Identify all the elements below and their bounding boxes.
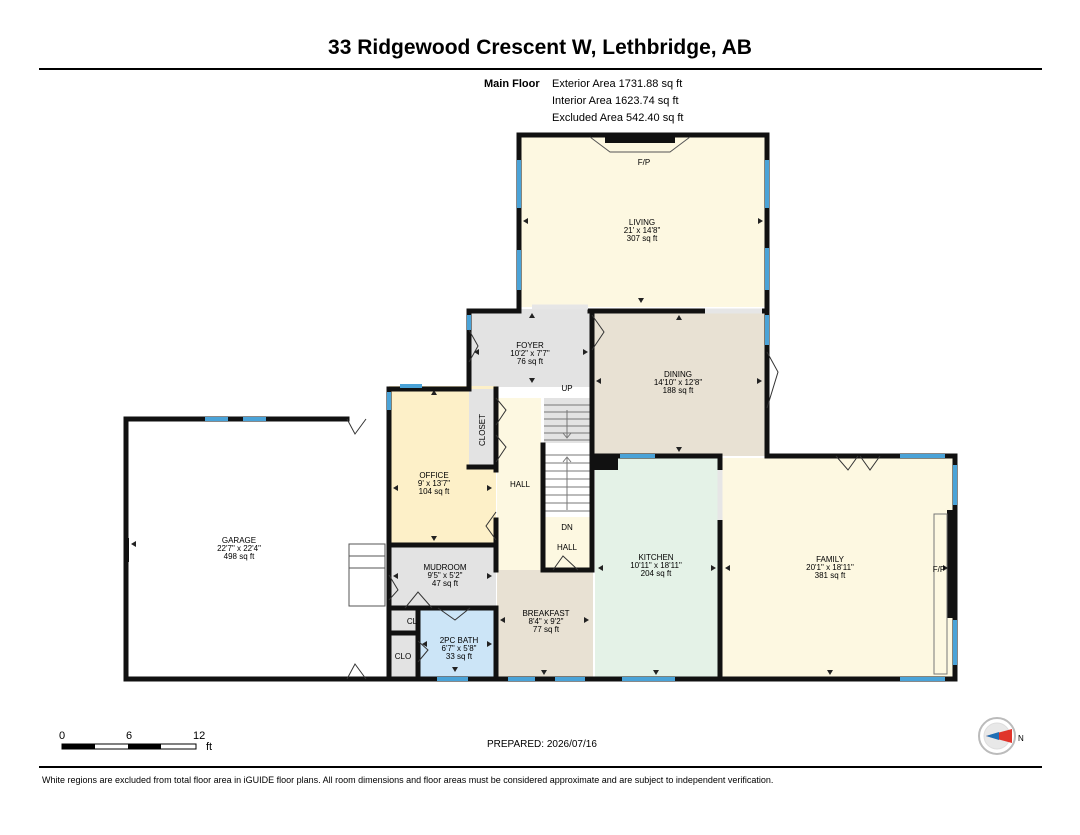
garage-dims: 22'7" x 22'4" (217, 544, 261, 553)
excluded-area: Excluded Area 542.40 sq ft (552, 112, 684, 124)
exterior-area: Exterior Area 1731.88 sq ft (552, 78, 683, 90)
kitchen-name: KITCHEN (638, 553, 673, 562)
breakfast-name: BREAKFAST (522, 609, 569, 618)
bath-dims: 6'7" x 5'8" (442, 644, 477, 653)
stair-up-label: UP (561, 384, 572, 393)
family-hearth (933, 513, 948, 675)
openings (532, 304, 762, 520)
family-room (721, 458, 953, 677)
footer-disclaimer: White regions are excluded from total fl… (42, 775, 774, 785)
mudroom-dims: 9'5" x 5'2" (428, 571, 463, 580)
interior-area: Interior Area 1623.74 sq ft (552, 95, 679, 107)
breakfast-area: 77 sq ft (533, 625, 560, 634)
office-name: OFFICE (419, 471, 448, 480)
living-dims: 21' x 14'8" (624, 226, 661, 235)
bath-room (418, 609, 496, 677)
hall-small-label: HALL (557, 543, 578, 552)
stairs-up (544, 404, 590, 441)
bath-area: 33 sq ft (446, 652, 473, 661)
cl-label: CL (407, 617, 418, 626)
family-name: FAMILY (816, 555, 845, 564)
doors (346, 314, 881, 680)
mudroom-name: MUDROOM (423, 563, 466, 572)
family-fireplace (947, 510, 953, 618)
kitchen-area: 204 sq ft (641, 569, 672, 578)
living-fp-label: F/P (638, 158, 650, 167)
garage-steps (348, 543, 386, 607)
office-area: 104 sq ft (419, 487, 450, 496)
office-dims: 9' x 13'7" (418, 479, 450, 488)
closet-label: CLOSET (478, 414, 487, 446)
cl-area (391, 609, 417, 633)
scale-bar (61, 743, 197, 750)
kitchen-dims: 10'11" x 18'11" (630, 561, 682, 570)
foyer-room (470, 309, 592, 387)
clo-label: CLO (395, 652, 411, 661)
garage-name: GARAGE (222, 536, 256, 545)
kitchen-room (595, 458, 719, 677)
dining-area: 188 sq ft (663, 386, 694, 395)
stair-down-label: DN (561, 523, 573, 532)
prepared-date: PREPARED: 2026/07/16 (487, 739, 597, 750)
living-area: 307 sq ft (627, 234, 658, 243)
garage-door-post (124, 538, 129, 562)
plan-title: 33 Ridgewood Crescent W, Lethbridge, AB (328, 36, 752, 59)
living-name: LIVING (629, 218, 655, 227)
hall-label: HALL (510, 480, 531, 489)
scale-tick-12: 12 (193, 730, 206, 742)
garage-area: 498 sq ft (224, 552, 255, 561)
foyer-area: 76 sq ft (517, 357, 544, 366)
foyer-name: FOYER (516, 341, 544, 350)
living-fireplace (605, 137, 675, 143)
clo-area (391, 634, 417, 677)
hall-small-area (544, 517, 590, 570)
dining-dims: 14'10" x 12'8" (654, 378, 702, 387)
dining-room (592, 309, 766, 456)
compass-icon: N (978, 717, 1024, 755)
mudroom-area: 47 sq ft (432, 579, 459, 588)
dining-name: DINING (664, 370, 692, 379)
stairs-down (544, 454, 590, 512)
mudroom-room (389, 546, 496, 607)
floor-name: Main Floor (484, 78, 540, 90)
scale-unit: ft (206, 741, 213, 753)
living-room (521, 137, 766, 307)
bottom-divider (39, 766, 1042, 768)
breakfast-dims: 8'4" x 9'2" (529, 617, 564, 626)
hall-area (497, 398, 541, 570)
family-dims: 20'1" x 18'11" (806, 563, 854, 572)
family-fp-label: F/P (933, 565, 945, 574)
foyer-dims: 10'2" x 7'7" (510, 349, 550, 358)
column-block (592, 456, 618, 470)
breakfast-room (497, 570, 593, 677)
bath-name: 2PC BATH (440, 636, 479, 645)
dimension-markers (131, 218, 948, 675)
scale-tick-0: 0 (59, 730, 66, 742)
closet-area (469, 389, 496, 467)
windows (205, 160, 957, 681)
scale-tick-6: 6 (126, 730, 133, 742)
top-divider (39, 68, 1042, 70)
family-area: 381 sq ft (815, 571, 846, 580)
compass-north-label: N (1018, 734, 1024, 743)
living-hearth (589, 136, 691, 153)
